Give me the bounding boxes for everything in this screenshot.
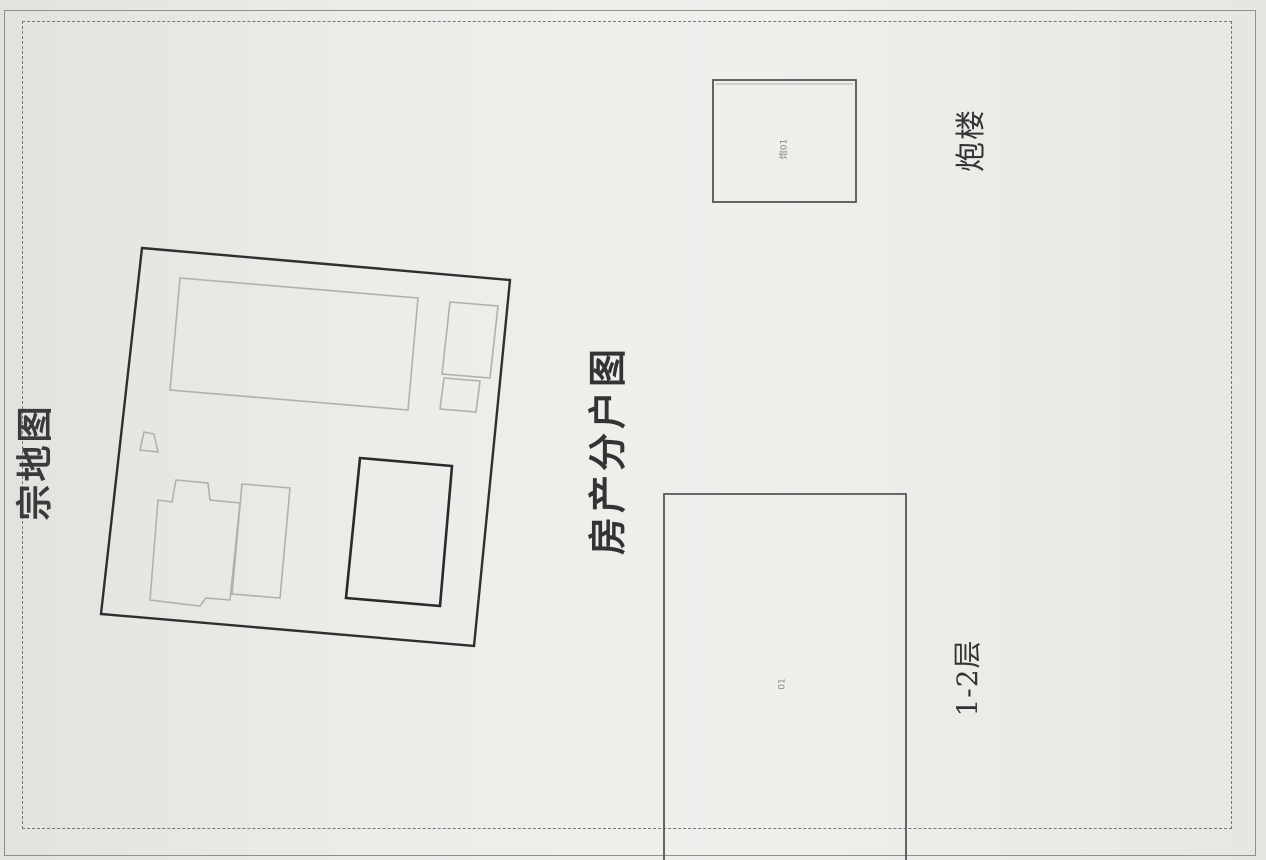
household-plan [663, 79, 907, 860]
household-plan-title: 房产分户图 [586, 344, 630, 556]
main-building-id-label: 01 [777, 678, 788, 690]
paolou-label: 炮楼 [954, 108, 989, 172]
parcel-small-building-square [439, 377, 481, 413]
paolou-outline [712, 79, 857, 203]
paolou-id-label: 炮01 [779, 138, 790, 160]
outer-page-border [4, 10, 1256, 856]
parcel-large-building [169, 277, 419, 411]
parcel-map [99, 246, 512, 648]
parcel-mid-building [231, 483, 291, 599]
parcel-small-building-upper [441, 301, 499, 379]
parcel-subject-building [344, 456, 454, 608]
parcel-map-title: 宗地图 [15, 403, 56, 521]
main-building-outline [663, 493, 907, 860]
floor-count-label: 1-2层 [951, 639, 984, 717]
parcel-boundary [99, 246, 512, 648]
parcel-tiny-shed [139, 431, 160, 453]
dashed-drawing-border [22, 21, 1232, 829]
parcel-left-building [149, 479, 241, 607]
